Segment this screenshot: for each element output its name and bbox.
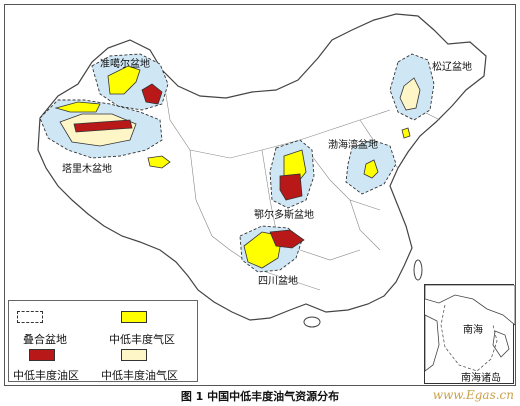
inset-map: 南海 <box>425 285 515 372</box>
tarim-oil-area <box>73 119 133 133</box>
ordos-gas-area <box>283 149 307 183</box>
figure-caption: 图 1 中国中低丰度油气资源分布 <box>180 390 340 403</box>
south-china-sea-inset: 南海 南海诸岛 <box>424 284 515 384</box>
inset-sea-label: 南海 <box>463 323 483 336</box>
inset-boundary-line <box>440 304 498 372</box>
junggar-oil-area <box>141 83 163 105</box>
taiwan-island <box>413 259 423 281</box>
tarim-gas-area-north <box>54 101 101 113</box>
bohai-basin-label: 渤海湾盆地 <box>328 138 378 151</box>
legend-superposed-basin-label: 叠合盆地 <box>23 333 67 346</box>
inset-land-east <box>492 330 510 358</box>
tarim-gas-area-south <box>147 155 171 169</box>
sichuan-basin-label: 四川盆地 <box>258 274 298 287</box>
songliao-oil-gas-area <box>399 77 421 111</box>
songliao-basin-label: 松辽盆地 <box>432 60 472 73</box>
watermark: www.Egas.cn <box>432 388 514 402</box>
legend-gas-area-swatch <box>121 311 147 323</box>
inset-label: 南海诸岛 <box>461 373 501 384</box>
legend-oil-area-swatch <box>29 349 55 361</box>
inset-land-west <box>425 314 440 372</box>
sichuan-oil-area <box>269 229 305 249</box>
bohai-gas-area <box>363 159 379 179</box>
inset-coastline <box>425 285 515 326</box>
legend-gas-area-label: 中低丰度气区 <box>109 333 175 346</box>
hainan-island <box>303 316 321 328</box>
legend-superposed-basin-swatch <box>17 311 43 323</box>
bohai-gas-area-north <box>401 127 411 139</box>
tarim-basin-label: 塔里木盆地 <box>62 162 112 175</box>
ordos-basin-label: 鄂尔多斯盆地 <box>254 208 314 221</box>
legend-oil-area-label: 中低丰度油区 <box>13 369 79 382</box>
sichuan-gas-area <box>243 231 283 269</box>
legend: 叠合盆地 中低丰度气区 中低丰度油区 中低丰度油气区 <box>8 300 198 382</box>
junggar-gas-area <box>107 65 141 95</box>
junggar-basin-label: 准噶尔盆地 <box>100 57 150 70</box>
ordos-oil-area <box>279 173 303 201</box>
legend-oil-gas-area-swatch <box>121 349 147 361</box>
legend-oil-gas-area-label: 中低丰度油气区 <box>101 369 178 382</box>
